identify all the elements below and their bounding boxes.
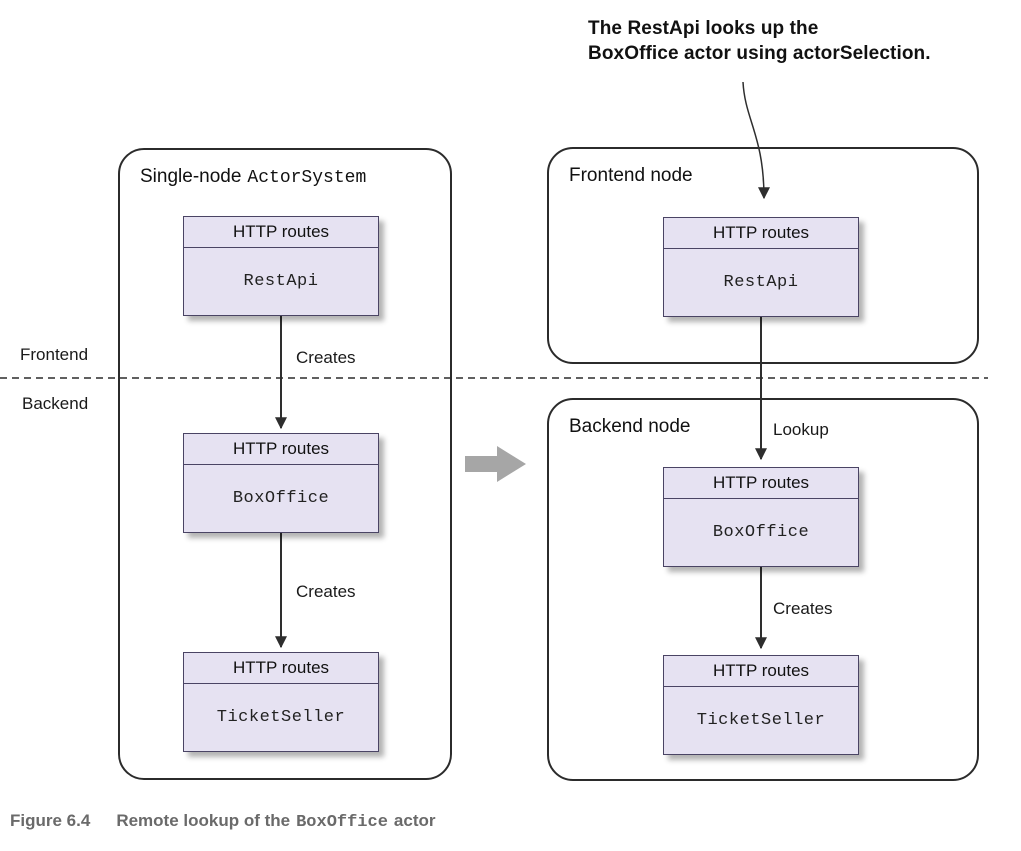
actor-box-name: TicketSeller — [696, 711, 826, 730]
actor-box-header: HTTP routes — [184, 434, 378, 465]
actor-box-ticketseller-backend: HTTP routes TicketSeller — [663, 655, 859, 755]
region-label-backend: Backend — [22, 394, 89, 413]
actor-box-header: HTTP routes — [664, 656, 858, 687]
edge-label-creates-2: Creates — [296, 582, 356, 601]
annotation-line-2: BoxOffice actor using actorSelection. — [588, 43, 931, 64]
actor-box-header: HTTP routes — [184, 217, 378, 248]
actor-box-name: RestApi — [723, 273, 799, 292]
edge-label-lookup: Lookup — [773, 420, 829, 439]
edge-label-creates-1: Creates — [296, 348, 356, 367]
actor-box-restapi-frontend: HTTP routes RestApi — [663, 217, 859, 317]
edge-label-creates-right: Creates — [773, 599, 833, 618]
transform-right-arrow-icon — [465, 446, 526, 482]
actor-box-header: HTTP routes — [184, 653, 378, 684]
actor-box-restapi-single: HTTP routes RestApi — [183, 216, 379, 316]
annotation-line-1: The RestApi looks up the — [588, 18, 819, 39]
single-node-title-code: ActorSystem — [247, 168, 367, 188]
frontend-node-title: Frontend node — [569, 165, 693, 186]
annotation-callout: The RestApi looks up the BoxOffice actor… — [588, 16, 931, 66]
region-label-frontend: Frontend — [20, 345, 89, 364]
actor-box-name: RestApi — [243, 272, 319, 291]
actor-box-name: BoxOffice — [712, 523, 810, 542]
actor-box-name: TicketSeller — [216, 708, 346, 727]
actor-box-name: BoxOffice — [232, 489, 330, 508]
actor-box-boxoffice-single: HTTP routes BoxOffice — [183, 433, 379, 533]
single-node-title-text: Single-node — [140, 166, 242, 187]
figure-caption-pre: Remote lookup of the — [116, 811, 291, 830]
figure-caption-post: actor — [393, 811, 436, 830]
figure-caption-number: Figure 6.4 — [10, 811, 91, 830]
backend-node-title: Backend node — [569, 416, 691, 437]
actor-box-header: HTTP routes — [664, 468, 858, 499]
backend-node-container: Backend node — [547, 398, 979, 781]
figure-caption: Figure 6.4 Remote lookup of the BoxOffice a… — [10, 811, 436, 832]
figure-caption-code: BoxOffice — [296, 813, 388, 832]
actor-box-ticketseller-single: HTTP routes TicketSeller — [183, 652, 379, 752]
actor-box-boxoffice-backend: HTTP routes BoxOffice — [663, 467, 859, 567]
actor-box-header: HTTP routes — [664, 218, 858, 249]
